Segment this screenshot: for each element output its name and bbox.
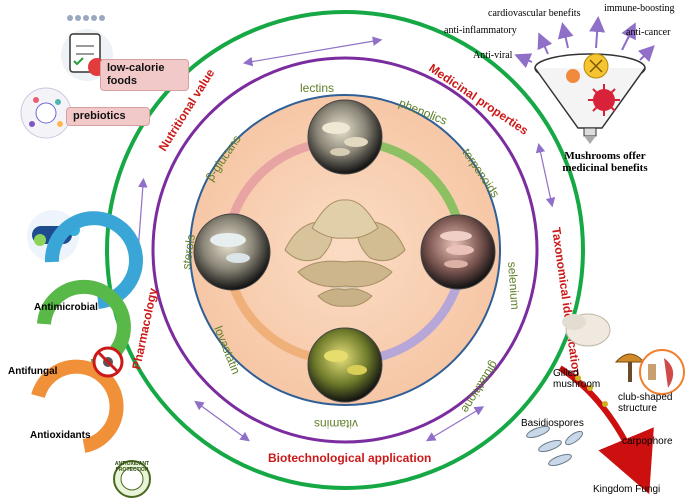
central-oyster-mushroom [284, 199, 406, 307]
taxonomy-basidiospores: Basidiospores [521, 418, 584, 429]
compound-vitamins: vitamins [314, 417, 358, 431]
biotechnological-application-title: Biotechnological application [268, 451, 431, 465]
compound-selenium: selenium [505, 261, 522, 310]
prebiotics-label: prebiotics [73, 110, 126, 122]
benefit-anti-inflammatory: anti-inflammatory [444, 25, 517, 36]
mushroom-photo-top [307, 99, 383, 175]
inner-ring-segment-green [367, 139, 463, 227]
mushroom-photo-left [193, 213, 271, 291]
antioxidant-badge-icon [113, 460, 151, 498]
taxonomy-carpophore: carpophore [622, 436, 673, 447]
low-calorie-foods-box: low-calorie foods [100, 59, 189, 91]
pharm-antioxidants: Antioxidants [30, 430, 91, 441]
taxonomy-club: club-shaped structure [618, 392, 673, 414]
mushroom-photo-right [420, 214, 496, 290]
pharm-antimicrobial: Antimicrobial [34, 302, 98, 313]
compound-lectins: lectins [300, 81, 334, 95]
taxonomy-kingdom: Kingdom Fungi [593, 484, 661, 495]
prebiotics-icon [20, 87, 72, 139]
compound-sterols: sterols [179, 233, 198, 270]
virus-icon [588, 84, 620, 116]
mushroom-photo-bottom [307, 327, 383, 403]
club-detail-icon [639, 349, 685, 395]
spores-illustration [526, 425, 584, 467]
medicinal-summary: Mushrooms offer medicinal benefits [562, 150, 648, 174]
benefit-anti-cancer: anti-cancer [626, 27, 671, 38]
inner-ring-segment-orange [227, 277, 323, 363]
kingdom-arrow [558, 365, 654, 495]
low-calorie-foods-label: low-calorie foods [107, 62, 165, 87]
taxonomy-gilled: Gilled mushroom [553, 368, 601, 390]
benefit-cardiovascular: cardiovascular benefits [488, 8, 581, 19]
pharm-antifungal: Antifungal [8, 366, 58, 377]
outer-ring-arrows [132, 36, 556, 442]
inner-ring-segment-red [227, 139, 323, 225]
benefit-anti-viral: Anti-viral [473, 50, 513, 61]
prebiotics-box: prebiotics [66, 107, 150, 126]
inner-ring-segment-purple [369, 277, 463, 363]
benefit-immune: immune-boosting [604, 3, 675, 14]
no-virus-icon [92, 346, 124, 378]
gilled-mushroom-illustration [562, 313, 611, 347]
pharm-badge-text: ANTIOXIDANT PROTECTION [114, 461, 150, 473]
medicinal-funnel [534, 53, 646, 144]
